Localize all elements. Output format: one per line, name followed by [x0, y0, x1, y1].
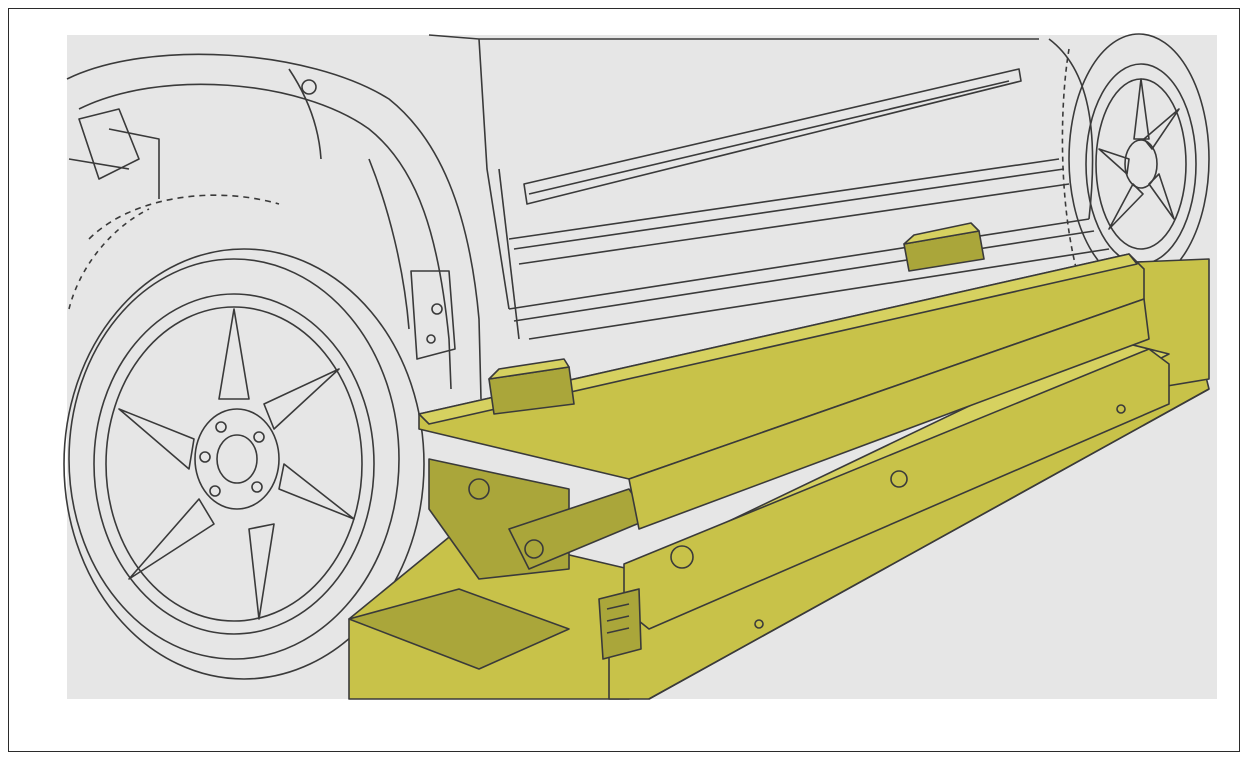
figure-frame: [8, 8, 1240, 752]
fender: [66, 53, 482, 400]
scissor-lift: [348, 222, 1210, 700]
front-wheel: [63, 194, 425, 680]
lift-illustration: [63, 33, 1217, 700]
vehicle-body: [428, 34, 1110, 340]
